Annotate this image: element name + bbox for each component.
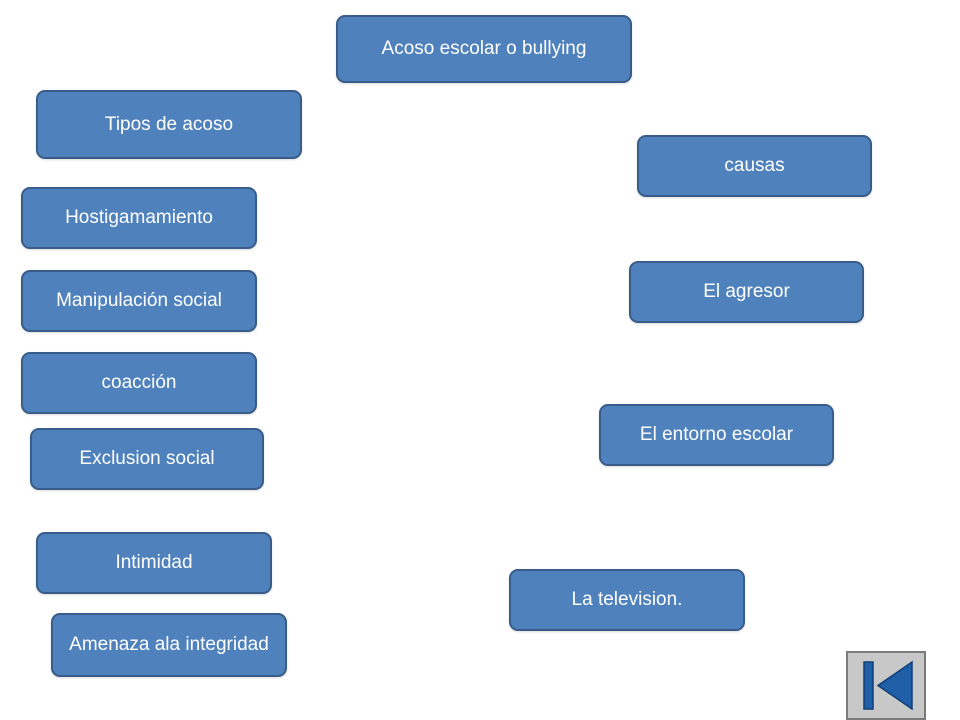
el-entorno-escolar-node[interactable]: El entorno escolar <box>599 404 834 466</box>
coaccion-label: coacción <box>101 372 177 394</box>
el-agresor-label: El agresor <box>703 281 790 303</box>
el-entorno-escolar-label: El entorno escolar <box>639 424 794 446</box>
amenaza-integridad-node[interactable]: Amenaza ala integridad <box>51 613 287 677</box>
title-node-label: Acoso escolar o bullying <box>381 38 587 60</box>
manipulacion-social-node[interactable]: Manipulación social <box>21 270 257 332</box>
la-television-node[interactable]: La television. <box>509 569 745 631</box>
exclusion-social-label: Exclusion social <box>79 448 215 470</box>
tipos-de-acoso-label: Tipos de acoso <box>104 113 234 135</box>
amenaza-integridad-label: Amenaza ala integridad <box>69 634 269 656</box>
coaccion-node[interactable]: coacción <box>21 352 257 414</box>
causas-label: causas <box>724 155 785 177</box>
skip-to-first-icon <box>863 660 913 711</box>
exclusion-social-node[interactable]: Exclusion social <box>30 428 264 490</box>
manipulacion-social-label: Manipulación social <box>56 290 222 312</box>
intimidad-node[interactable]: Intimidad <box>36 532 272 594</box>
intimidad-label: Intimidad <box>115 552 193 574</box>
el-agresor-node[interactable]: El agresor <box>629 261 864 323</box>
tipos-de-acoso-node[interactable]: Tipos de acoso <box>36 90 302 159</box>
causas-node[interactable]: causas <box>637 135 872 197</box>
hostigamiento-label: Hostigamamiento <box>65 207 213 229</box>
la-television-label: La television. <box>571 589 683 611</box>
hostigamiento-node[interactable]: Hostigamamiento <box>21 187 257 249</box>
title-node[interactable]: Acoso escolar o bullying <box>336 15 632 83</box>
first-slide-button[interactable] <box>846 651 926 720</box>
